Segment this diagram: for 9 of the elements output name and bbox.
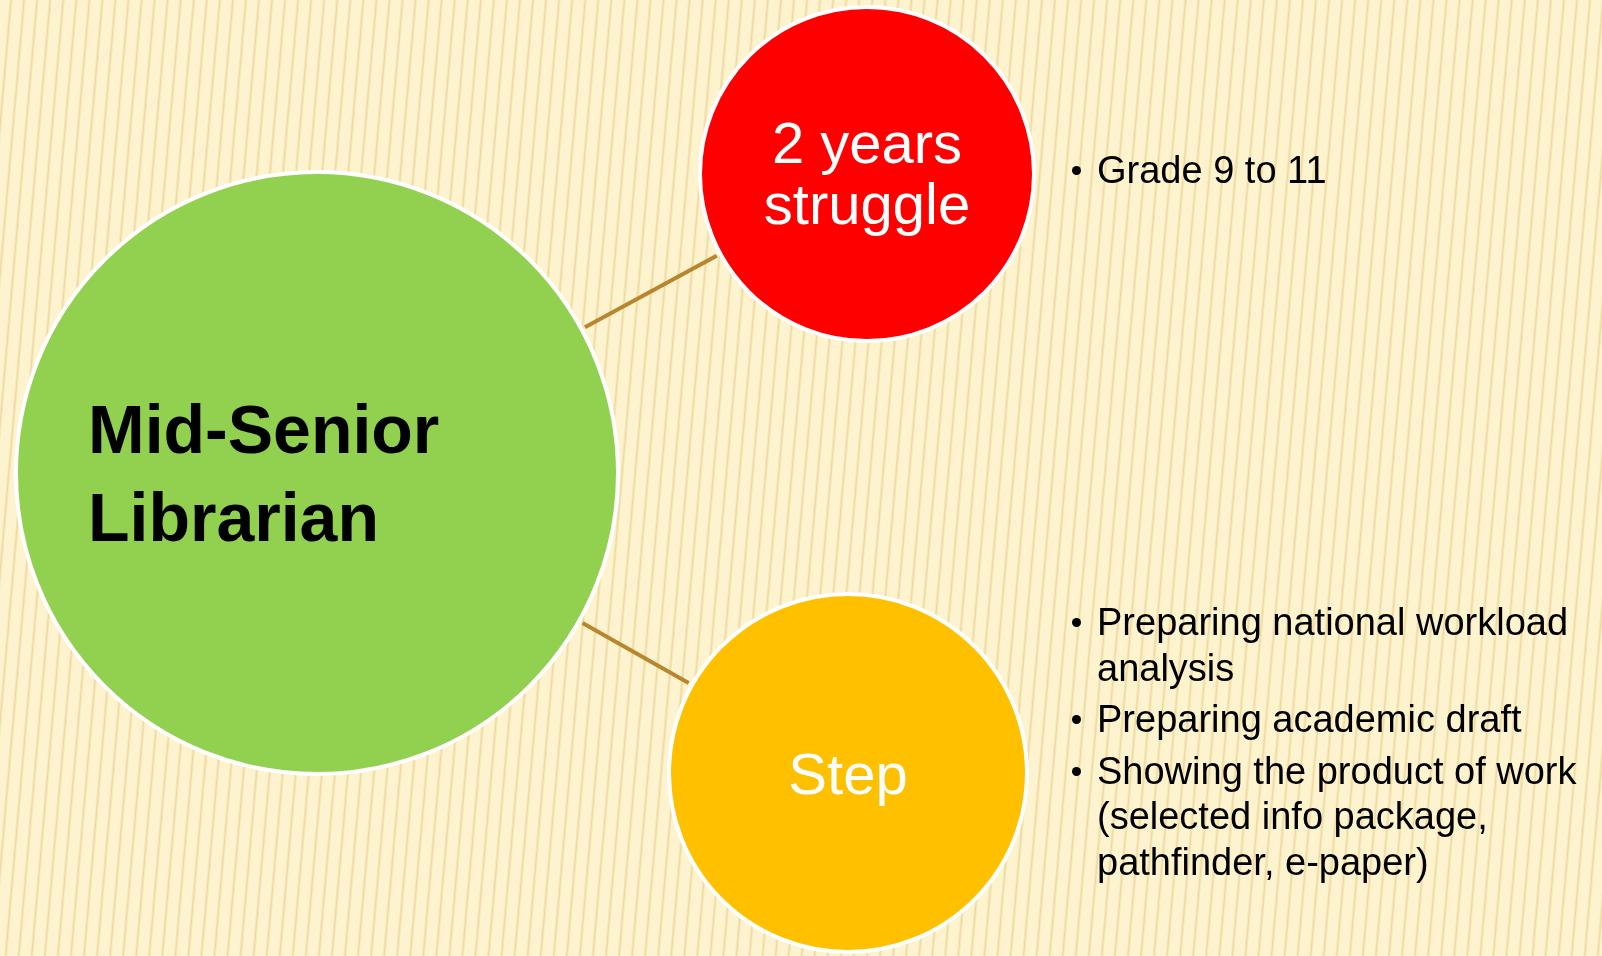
node-title: Mid-Senior Librarian — [87, 389, 441, 557]
bullet-text: Preparing academic draft — [1097, 697, 1522, 743]
node-title: Step — [787, 739, 909, 808]
bullet-text: Preparing national workload analysis — [1097, 600, 1570, 691]
connector-line — [584, 253, 718, 330]
bullet-text: Grade 9 to 11 — [1097, 148, 1327, 193]
node-title: 2 years struggle — [762, 113, 972, 235]
connector-line — [581, 621, 690, 685]
bullet-text: Showing the product of work (selected info package, pathfinder, e-paper) — [1097, 748, 1578, 885]
